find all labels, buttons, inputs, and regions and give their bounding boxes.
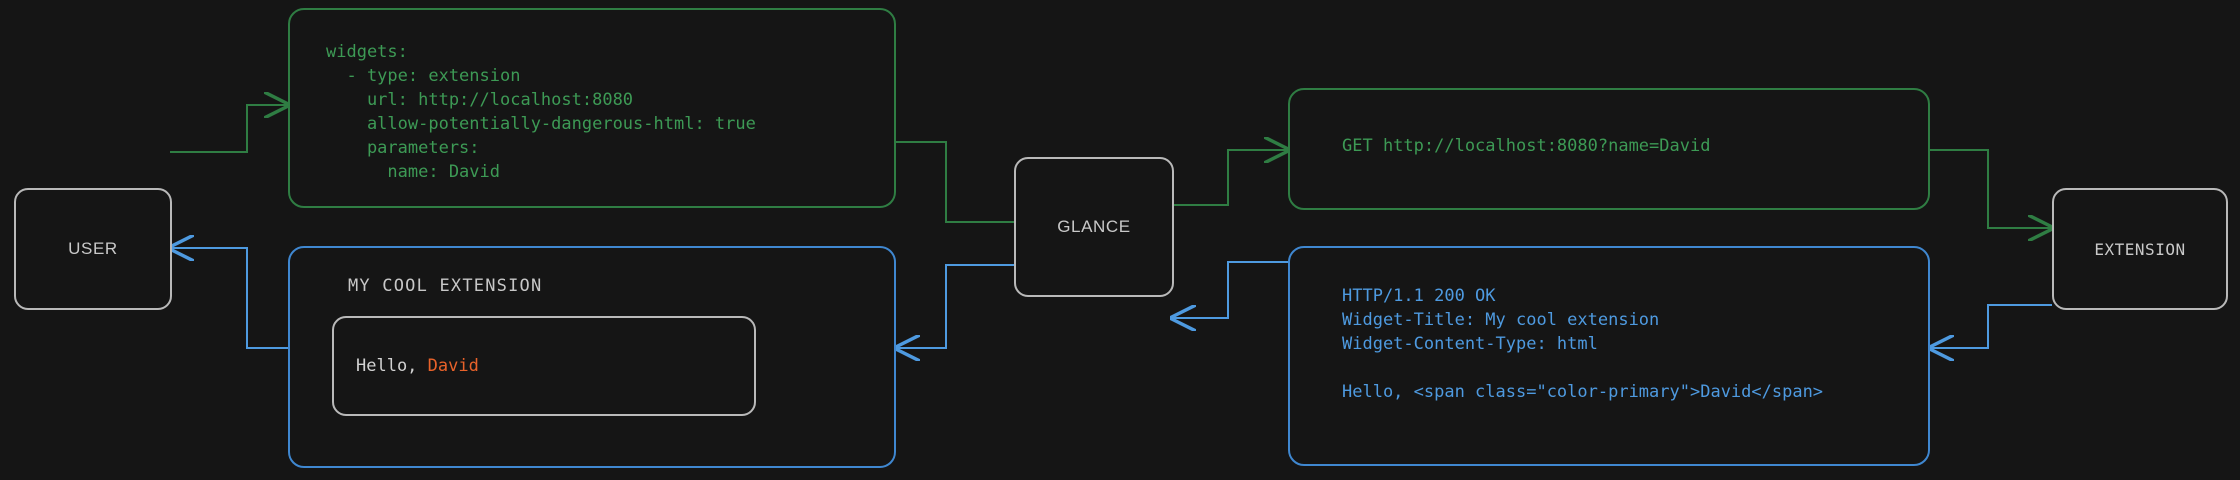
box-config-yaml: widgets: - type: extension url: http://l… [288,8,896,208]
connector-glance-to-request [1172,150,1288,206]
connector-request-to-extension [1930,149,2052,228]
box-rendered-widget: MY COOL EXTENSION Hello, David [288,246,896,468]
node-glance[interactable]: GLANCE [1014,157,1174,297]
connector-widget-to-user [170,248,288,349]
connector-extension-to-response [1930,304,2052,348]
node-extension[interactable]: EXTENSION [2052,188,2228,310]
node-extension-label: EXTENSION [2094,239,2186,259]
config-yaml-text: widgets: - type: extension url: http://l… [326,42,756,182]
node-user-label: USER [68,239,118,258]
http-response-text: HTTP/1.1 200 OK Widget-Title: My cool ex… [1342,286,1824,402]
rendered-widget-greeting: Hello, [356,356,428,376]
connector-user-to-config [170,105,288,153]
box-http-response: HTTP/1.1 200 OK Widget-Title: My cool ex… [1288,246,1930,466]
connector-response-to-glance [1172,261,1288,318]
node-glance-label: GLANCE [1057,217,1131,236]
node-user[interactable]: USER [14,188,172,310]
box-http-request: GET http://localhost:8080?name=David [1288,88,1930,210]
rendered-widget-name: David [427,356,479,376]
rendered-widget-frame: Hello, David [332,316,756,416]
rendered-widget-title: MY COOL EXTENSION [348,276,543,296]
http-request-text: GET http://localhost:8080?name=David [1342,136,1711,156]
